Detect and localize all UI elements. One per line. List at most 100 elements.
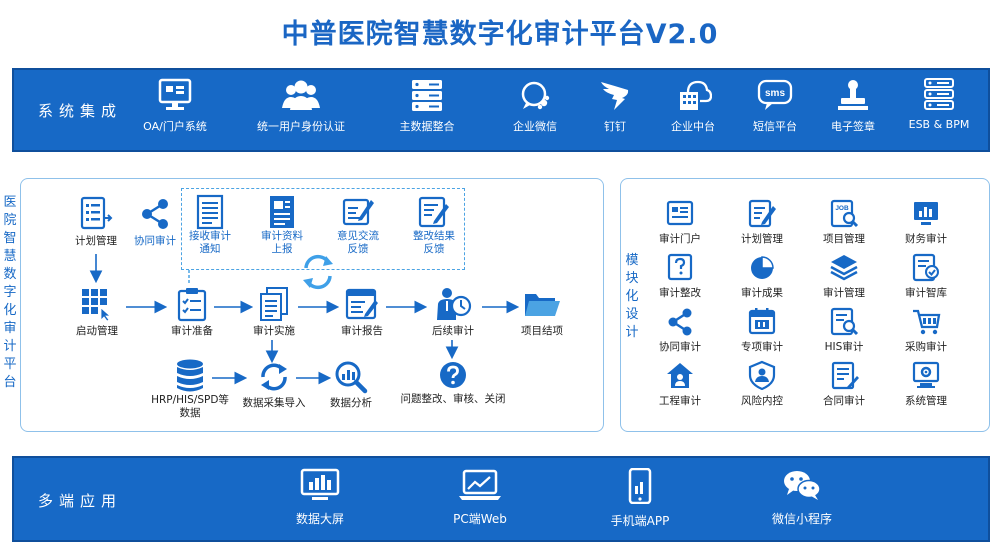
terminal-wechat-mini[interactable]: 微信小程序 (742, 468, 862, 527)
edit-doc-icon (418, 196, 449, 228)
server-rack-icon (924, 78, 954, 110)
report-file-icon (270, 196, 294, 228)
module-item[interactable]: 采购审计 (886, 306, 966, 354)
cloud-building-icon (680, 80, 712, 110)
module-item[interactable]: 风险内控 (722, 360, 802, 408)
page-title: 中普医院智慧数字化审计平台V2.0 (281, 19, 719, 50)
module-item[interactable]: 协同审计 (640, 306, 720, 354)
platform-vertical-label: 医院智慧数字化审计平台 (3, 195, 17, 390)
module-item[interactable]: 审计整改 (640, 252, 720, 300)
module-item[interactable]: 系统管理 (886, 360, 966, 408)
module-label: 计划管理 (741, 233, 783, 245)
node-label: 数据采集导入 (242, 397, 306, 409)
bigscreen-icon (300, 468, 340, 500)
node-rectify-feedback[interactable]: 整改结果 反馈 (402, 194, 466, 256)
laptop-icon (459, 469, 501, 500)
module-label: 项目管理 (823, 233, 865, 245)
node-issues[interactable]: 问题整改、审核、关闭 (396, 360, 510, 406)
users-icon (282, 80, 320, 110)
sys-item-label: ESB & BPM (908, 118, 970, 131)
terminal-bigscreen[interactable]: 数据大屏 (260, 468, 380, 527)
module-label: 审计智库 (905, 287, 947, 299)
node-label: 数据分析 (330, 397, 372, 409)
house-icon (667, 363, 693, 388)
node-label: 审计准备 (171, 325, 213, 337)
multi-terminal-label: 多端应用 (38, 492, 123, 510)
multi-terminal-band: 多端应用 数据大屏 PC端Web 手机端APP (12, 456, 990, 542)
node-implement[interactable]: 审计实施 (246, 286, 302, 338)
sys-item-label: 企业微信 (513, 120, 557, 133)
node-report-materials[interactable]: 审计资料 上报 (250, 194, 314, 256)
node-data-import[interactable]: 数据采集导入 (238, 360, 310, 410)
edit-board-icon (342, 198, 374, 226)
sys-item-oa[interactable]: OA/门户系统 (120, 78, 230, 134)
finance-chart-icon (914, 202, 938, 225)
node-collab[interactable]: 协同审计 (126, 196, 184, 248)
sys-item-esb-bpm[interactable]: ESB & BPM (884, 78, 994, 131)
question-icon (440, 362, 466, 388)
monitor-icon (158, 78, 192, 110)
terminal-label: PC端Web (453, 512, 507, 526)
module-label: 系统管理 (905, 395, 947, 407)
module-label: 审计成果 (741, 287, 783, 299)
terminal-pc-web[interactable]: PC端Web (420, 468, 540, 527)
sys-item-label: 电子签章 (831, 120, 875, 133)
module-label: 审计门户 (659, 233, 701, 245)
plan-edit-icon (748, 199, 776, 228)
wechat-icon (784, 471, 821, 500)
node-label: HRP/HIS/SPD等 (151, 394, 229, 406)
sys-item-label: OA/门户系统 (143, 120, 207, 133)
sms-icon: sms (757, 79, 793, 110)
node-plan[interactable]: 计划管理 (66, 196, 126, 248)
node-label: 接收审计 (189, 230, 231, 242)
module-item[interactable]: 审计成果 (722, 252, 802, 300)
node-data-sources[interactable]: HRP/HIS/SPD等 数据 (140, 358, 240, 420)
node-label: 审计实施 (253, 325, 295, 337)
wework-icon (521, 81, 550, 110)
module-label: 采购审计 (905, 341, 947, 353)
node-opinion-exchange[interactable]: 意见交流 反馈 (326, 194, 390, 256)
terminal-label: 手机端APP (610, 514, 670, 528)
stamp-icon (838, 80, 868, 110)
sys-item-identity[interactable]: 统一用户身份认证 (246, 78, 356, 134)
sync-icon (303, 254, 333, 290)
node-label: 审计报告 (341, 325, 383, 337)
node-prepare[interactable]: 审计准备 (164, 286, 220, 338)
module-label: 专项审计 (741, 341, 783, 353)
module-item[interactable]: 财务审计 (886, 198, 966, 246)
node-label: 通知 (199, 243, 221, 255)
sys-item-wework[interactable]: 企业微信 (480, 78, 590, 134)
module-item[interactable]: 审计管理 (804, 252, 884, 300)
terminal-mobile-app[interactable]: 手机端APP (580, 468, 700, 529)
sys-item-master-data[interactable]: 主数据整合 (372, 78, 482, 134)
module-item[interactable]: 专项审计 (722, 306, 802, 354)
module-label: 审计整改 (659, 287, 701, 299)
system-integration-label: 系统集成 (38, 102, 123, 120)
sys-item-middle-platform[interactable]: 企业中台 (638, 78, 748, 134)
sys-item-label: 企业中台 (671, 120, 715, 133)
node-label: 后续审计 (432, 325, 474, 337)
node-receive-notice[interactable]: 接收审计 通知 (180, 194, 240, 256)
sys-item-esign[interactable]: 电子签章 (798, 78, 908, 134)
sys-item-sms[interactable]: sms 短信平台 (720, 78, 830, 134)
browser-report-icon (345, 288, 378, 320)
module-item[interactable]: 工程审计 (640, 360, 720, 408)
share-icon (668, 308, 692, 336)
module-item[interactable]: 审计智库 (886, 252, 966, 300)
module-item[interactable]: 合同审计 (804, 360, 884, 408)
node-start[interactable]: 启动管理 (66, 286, 128, 338)
node-audit-report[interactable]: 审计报告 (334, 286, 390, 338)
node-follow-up[interactable]: 后续审计 (424, 286, 482, 338)
module-item[interactable]: HIS审计 (804, 306, 884, 354)
node-project-close[interactable]: 项目结项 (514, 286, 570, 338)
module-item[interactable]: 计划管理 (722, 198, 802, 246)
node-data-analysis[interactable]: 数据分析 (322, 360, 380, 410)
node-label: 项目结项 (521, 325, 563, 337)
module-item[interactable]: 审计门户 (640, 198, 720, 246)
terminal-label: 数据大屏 (295, 512, 344, 526)
modules-panel (620, 178, 990, 432)
layers-icon (830, 255, 858, 281)
sys-item-dingtalk[interactable]: 钉钉 (560, 78, 670, 134)
